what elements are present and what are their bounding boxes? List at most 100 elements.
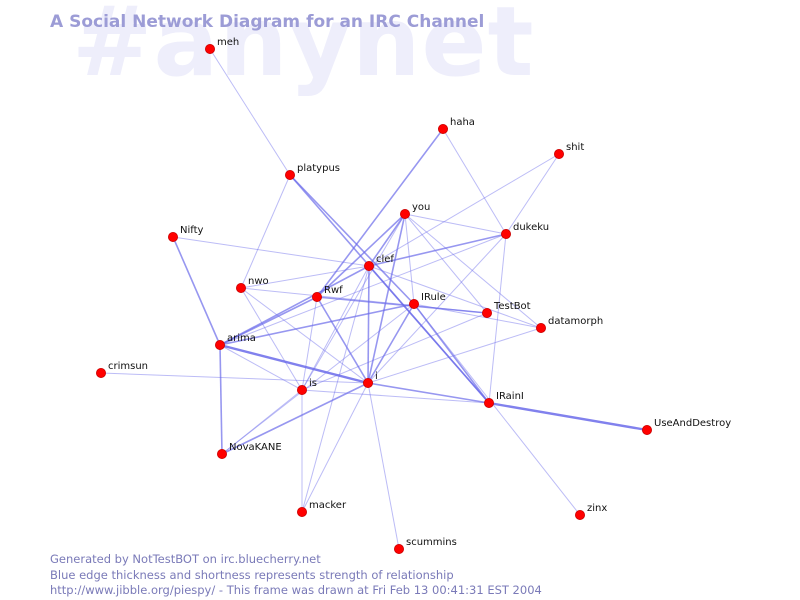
node-dot-scummins <box>393 544 404 555</box>
edge-IRule-datamorph <box>413 303 542 329</box>
edge-arima-i <box>219 343 369 385</box>
node-dot-TestBot <box>481 307 492 318</box>
node-label-clef: clef <box>376 254 394 265</box>
node-haha: haha <box>437 117 475 135</box>
node-label-you: you <box>412 202 430 213</box>
node-NovaKANE: NovaKANE <box>216 442 282 459</box>
edge-i-NovaKANE <box>221 382 369 455</box>
edge-shit-clef <box>368 153 560 267</box>
node-dukeku: dukeku <box>500 222 549 239</box>
node-label-NovaKANE: NovaKANE <box>229 442 282 453</box>
edge-Nifty-arima <box>172 236 221 346</box>
edge-haha-dukeku <box>442 128 507 235</box>
node-dot-zinx <box>575 509 586 520</box>
edge-you-dukeku <box>404 213 507 235</box>
edge-you-Rwf <box>316 213 406 298</box>
edge-Rwf-arima <box>219 296 318 346</box>
node-label-zinx: zinx <box>587 503 607 514</box>
diagram-title: A Social Network Diagram for an IRC Chan… <box>50 12 485 32</box>
edge-you-IRule <box>404 213 415 305</box>
edge-you-datamorph <box>404 213 542 329</box>
node-label-TestBot: TestBot <box>493 301 531 312</box>
edge-you-TestBot <box>404 213 488 314</box>
node-dot-haha <box>437 124 448 135</box>
node-crimsun: crimsun <box>96 361 148 378</box>
edge-IRule-NovaKANE <box>221 303 415 455</box>
node-shit: shit <box>554 142 584 159</box>
edge-nwo-is <box>240 287 303 391</box>
nodes-layer: meh platypus haha shit you dukeku Nifty clef nwo… <box>96 37 731 555</box>
node-UseAndDestroy: UseAndDestroy <box>642 418 731 435</box>
node-label-arima: arima <box>227 333 256 344</box>
edge-IRule-arima <box>219 303 415 346</box>
edge-IRule-IRainI <box>413 303 490 404</box>
node-dot-you <box>399 208 410 219</box>
node-dot-dukeku <box>500 228 511 239</box>
edge-clef-i <box>367 265 370 384</box>
edge-IRule-zinx <box>413 303 581 516</box>
node-label-platypus: platypus <box>297 163 340 174</box>
channel-watermark: #anynet <box>72 0 535 98</box>
node-i: i <box>362 371 378 388</box>
edge-Rwf-TestBot <box>316 296 488 314</box>
node-dot-i <box>362 377 373 388</box>
edge-Nifty-clef <box>172 236 370 267</box>
node-label-Nifty: Nifty <box>180 225 204 236</box>
edge-Rwf-is <box>301 296 318 391</box>
node-Rwf: Rwf <box>311 285 343 302</box>
node-dot-platypus <box>284 169 295 180</box>
node-datamorph: datamorph <box>536 316 603 333</box>
node-dot-clef <box>363 260 374 271</box>
edge-clef-macker <box>301 265 370 513</box>
edge-haha-Rwf <box>316 128 444 298</box>
node-platypus: platypus <box>284 163 340 180</box>
node-you: you <box>399 202 430 219</box>
node-Nifty: Nifty <box>167 225 204 242</box>
node-zinx: zinx <box>575 503 607 520</box>
edge-i-scummins <box>367 382 400 550</box>
node-label-nwo: nwo <box>248 276 269 287</box>
node-label-dukeku: dukeku <box>513 222 549 233</box>
node-dot-is <box>296 384 307 395</box>
edge-clef-IRainI <box>368 265 490 404</box>
node-label-Rwf: Rwf <box>324 285 343 296</box>
node-dot-arima <box>214 339 225 350</box>
edge-NovaKANE-is <box>221 389 303 455</box>
node-clef: clef <box>363 254 394 271</box>
edge-dukeku-arima <box>219 233 507 346</box>
edge-shit-dukeku <box>505 153 560 235</box>
node-dot-datamorph <box>536 322 547 333</box>
node-TestBot: TestBot <box>481 301 531 318</box>
edge-dukeku-IRainI <box>488 233 507 404</box>
node-label-scummins: scummins <box>406 537 457 548</box>
edge-you-i <box>367 213 406 384</box>
edge-i-macker <box>301 382 369 513</box>
edge-meh-platypus <box>209 48 291 176</box>
node-dot-macker <box>296 506 307 517</box>
node-label-IRule: IRule <box>421 292 446 303</box>
node-label-crimsun: crimsun <box>108 361 148 372</box>
node-label-haha: haha <box>450 117 475 128</box>
node-nwo: nwo <box>235 276 269 293</box>
edge-clef-nwo <box>240 265 370 289</box>
node-dot-meh <box>204 44 215 55</box>
edge-clef-datamorph <box>368 265 542 329</box>
node-label-macker: macker <box>309 500 347 511</box>
footer: Generated by NotTestBOT on irc.bluecherr… <box>50 552 542 599</box>
edge-datamorph-i <box>367 327 542 384</box>
node-label-meh: meh <box>217 37 239 48</box>
node-label-IRainI: IRainI <box>496 391 524 402</box>
edge-IRule-i <box>367 303 415 384</box>
edge-platypus-IRule <box>289 174 415 305</box>
edge-arima-NovaKANE <box>219 344 223 455</box>
edge-i-IRainI <box>367 382 490 404</box>
footer-legend-note: Blue edge thickness and shortness repres… <box>50 567 454 582</box>
node-label-shit: shit <box>566 142 584 153</box>
node-dot-IRainI <box>483 397 494 408</box>
node-label-i: i <box>375 371 378 382</box>
node-is: is <box>296 378 317 395</box>
node-dot-nwo <box>235 282 246 293</box>
node-macker: macker <box>296 500 347 517</box>
edge-Rwf-i <box>316 296 369 384</box>
node-dot-IRule <box>408 298 419 309</box>
